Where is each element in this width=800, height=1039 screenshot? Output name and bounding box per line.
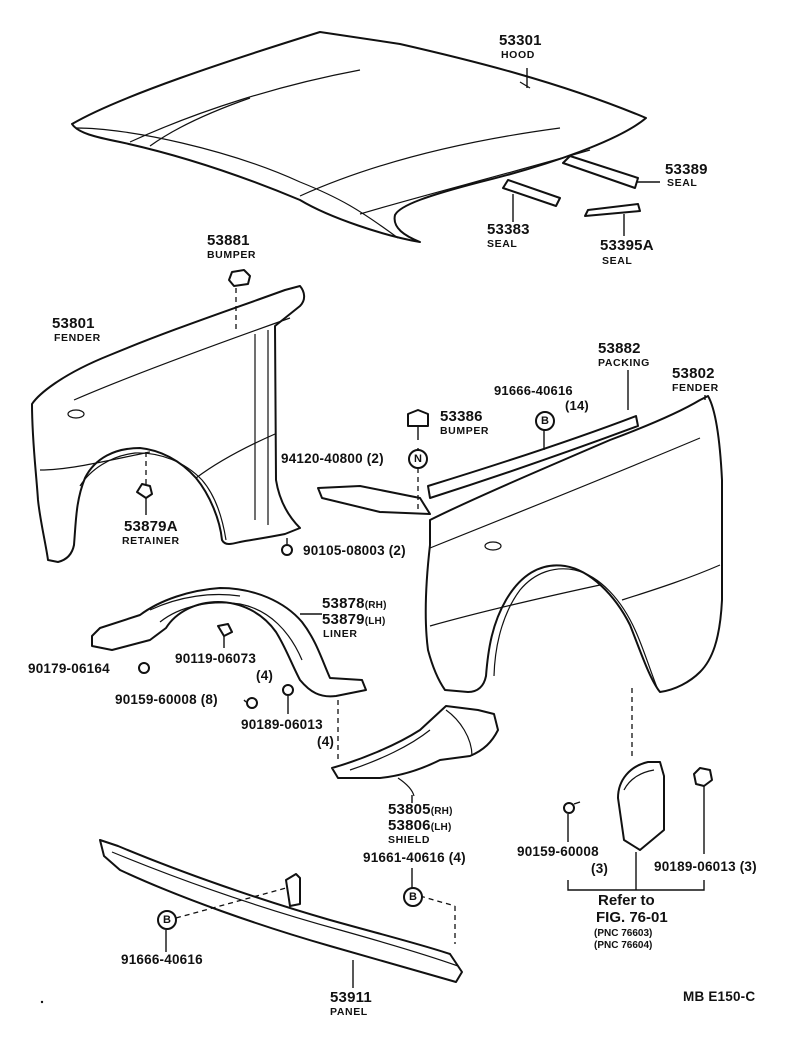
shield-rh: 53805(RH) [388, 802, 453, 817]
fender-53802-drawing [424, 395, 723, 693]
screw-90159-right-qty: (3) [591, 861, 609, 876]
screw-90159-right-drawing [563, 801, 581, 842]
clip-91666-top-qty: (14) [565, 398, 589, 413]
liner-rh: 53878(RH) [322, 596, 387, 611]
clip-90189-right-drawing [693, 767, 713, 854]
bumper-53386-drawing [407, 409, 429, 440]
shield-lh-number: 53806 [388, 817, 431, 834]
liner-rh-number: 53878 [322, 595, 365, 612]
screw-90105-drawing [281, 538, 293, 556]
clip-90119-drawing [217, 623, 233, 648]
clip-b-icon-3: B [157, 910, 177, 930]
cowl-support-drawing [317, 415, 639, 515]
clip-90119-number: 90119-06073 [175, 651, 257, 666]
seal-53389-number: 53389 [665, 161, 708, 178]
shield-rh-number: 53805 [388, 801, 431, 818]
retainer-53879a-drawing [136, 452, 153, 515]
packing-53882-number: 53882 [598, 340, 641, 357]
clip-91661-number: 91661-40616 (4) [363, 850, 466, 865]
bumper-53386-name: BUMPER [440, 425, 490, 437]
fender-53801-name: FENDER [54, 332, 101, 344]
clip-90189-left-qty: (4) [317, 734, 335, 749]
fender-53801-number: 53801 [52, 315, 95, 332]
seal-53389-name: SEAL [667, 177, 698, 189]
fender-53802-number: 53802 [672, 365, 715, 382]
clip-90119-qty: (4) [256, 668, 274, 683]
shield-lh-suffix: (LH) [430, 822, 452, 833]
clip-b-icon: B [535, 411, 555, 431]
shield-drawing [331, 705, 499, 797]
clip-91666-bottom-number: 91666-40616 [121, 952, 203, 967]
liner-lh: 53879(LH) [322, 612, 386, 627]
liner-rh-suffix: (RH) [364, 600, 387, 611]
liner-lh-number: 53879 [322, 611, 365, 628]
clip-b-icon-2: B [403, 887, 423, 907]
panel-53911-name: PANEL [330, 1006, 368, 1018]
reference-pnc2: (PNC 76604) [594, 940, 653, 951]
liner-name: LINER [323, 628, 358, 640]
fender-53801-drawing [31, 285, 306, 563]
panel-53911-number: 53911 [330, 989, 372, 1006]
panel-53911-drawing [99, 839, 463, 983]
screw-90159-left-number: 90159-60008 (8) [115, 692, 218, 707]
retainer-53879a-number: 53879A [124, 518, 178, 535]
reference-figure: FIG. 76-01 [596, 909, 668, 926]
nut-n-icon: N [408, 449, 428, 469]
seal-53395a-drawing [584, 203, 641, 236]
shield-lh: 53806(LH) [388, 818, 452, 833]
shield-rh-suffix: (RH) [430, 806, 453, 817]
packing-53882-name: PACKING [598, 357, 650, 369]
screw-90159-right-number: 90159-60008 [517, 844, 599, 859]
seal-53383-number: 53383 [487, 221, 530, 238]
mudguard-drawing [617, 688, 665, 851]
seal-53395a-number: 53395A [600, 237, 654, 254]
screw-90159-left-drawing [243, 697, 258, 709]
reference-line1: Refer to [598, 892, 655, 909]
clip-90179-number: 90179-06164 [28, 661, 110, 676]
liner-drawing [91, 587, 367, 698]
clip-91666-top-number: 91666-40616 [494, 383, 573, 398]
seal-53383-name: SEAL [487, 238, 518, 250]
seal-53395a-name: SEAL [602, 255, 633, 267]
bumper-53386-number: 53386 [440, 408, 483, 425]
hood-number: 53301 [499, 32, 542, 49]
shield-name: SHIELD [388, 834, 431, 846]
clip-91661-dash [419, 895, 456, 907]
fender-53802-name: FENDER [672, 382, 719, 394]
hood-name: HOOD [501, 49, 535, 61]
retainer-53879a-name: RETAINER [122, 535, 180, 547]
screw-90105-number: 90105-08003 (2) [303, 543, 406, 558]
seal-53389-drawing [562, 155, 660, 189]
hood-drawing [71, 31, 647, 243]
bumper-53881-number: 53881 [207, 232, 250, 249]
clip-90189-left-number: 90189-06013 [241, 717, 323, 732]
seal-53383-drawing [502, 179, 561, 222]
nut-94120-number: 94120-40800 (2) [281, 451, 384, 466]
bumper-53881-name: BUMPER [207, 249, 257, 261]
clip-90189-right-number: 90189-06013 (3) [654, 859, 757, 874]
bumper-53881-drawing [228, 269, 251, 330]
liner-lh-suffix: (LH) [364, 616, 386, 627]
clip-90189-left-drawing [282, 684, 339, 760]
figure-code: MB E150-C [683, 989, 756, 1004]
reference-pnc1: (PNC 76603) [594, 928, 653, 939]
clip-90179-drawing [138, 662, 150, 674]
